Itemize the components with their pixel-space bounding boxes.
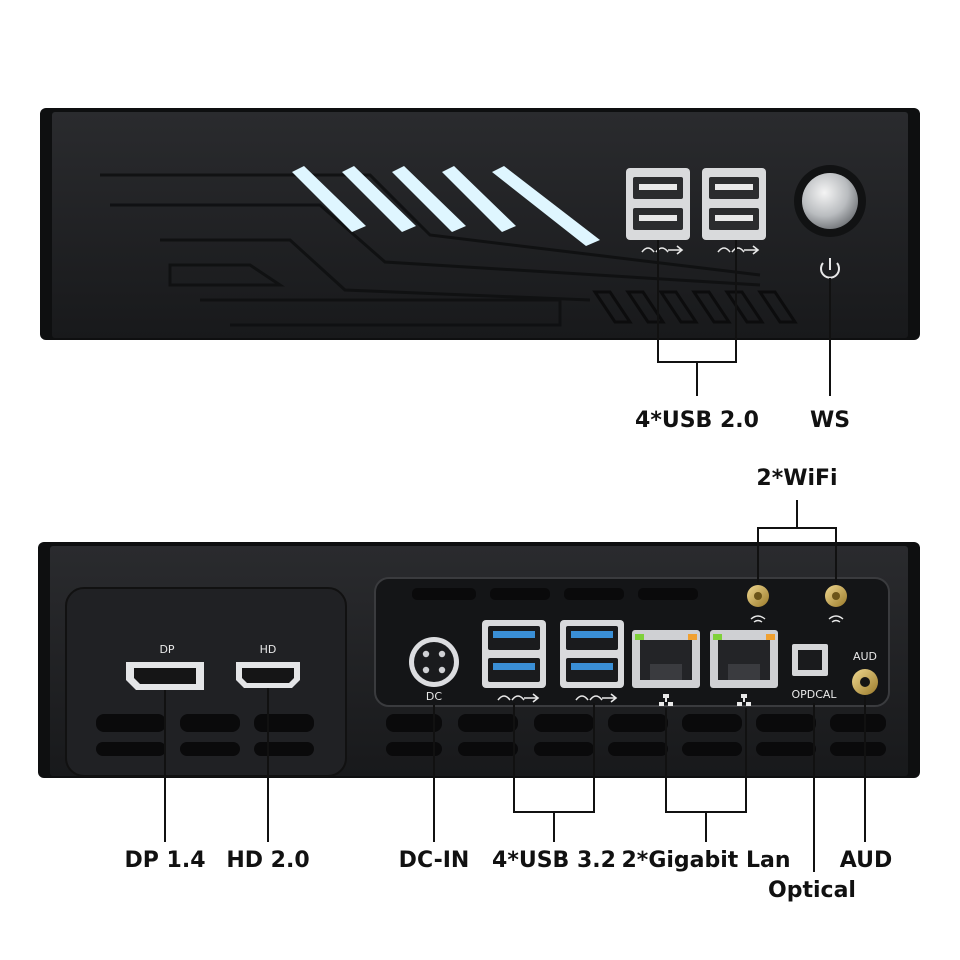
power-button[interactable] bbox=[794, 165, 866, 237]
lan-port-1[interactable] bbox=[632, 630, 700, 688]
wifi-antenna-1[interactable] bbox=[747, 585, 769, 607]
rear-usb3-left[interactable] bbox=[482, 620, 546, 688]
dc-port[interactable] bbox=[409, 637, 459, 687]
ss-usb-icon bbox=[641, 245, 684, 255]
callout-power-switch: WS bbox=[809, 408, 851, 433]
dc-port-label: DC bbox=[426, 690, 442, 703]
front-usb2-left[interactable] bbox=[626, 168, 690, 240]
front-chassis bbox=[52, 112, 908, 338]
rear-usb3-right[interactable] bbox=[560, 620, 624, 688]
lan-port-2[interactable] bbox=[710, 630, 778, 688]
callout-lan: 2*Gigabit Lan bbox=[621, 848, 791, 873]
wifi-antenna-2[interactable] bbox=[825, 585, 847, 607]
callout-usb2: 4*USB 2.0 bbox=[635, 408, 759, 433]
network-icon bbox=[659, 694, 673, 706]
front-panel bbox=[40, 108, 920, 396]
ss-usb-icon bbox=[717, 245, 760, 255]
callout-wifi: 2*WiFi bbox=[756, 466, 838, 491]
front-light-bars bbox=[292, 166, 600, 246]
light-bar bbox=[342, 166, 416, 232]
rear-panel: DP HD DC bbox=[38, 500, 920, 872]
wifi-icon bbox=[828, 615, 844, 623]
rear-vents bbox=[96, 714, 886, 756]
network-icon bbox=[737, 694, 751, 706]
aud-port[interactable] bbox=[852, 669, 878, 695]
optical-port-label: OPDCAL bbox=[791, 688, 837, 701]
power-icon bbox=[820, 258, 840, 279]
front-usb2-right[interactable] bbox=[702, 168, 766, 240]
light-bar bbox=[442, 166, 516, 232]
optical-port[interactable] bbox=[792, 644, 828, 676]
dp-port[interactable] bbox=[126, 662, 204, 690]
ss-usb-icon bbox=[575, 693, 618, 703]
rear-callout-lines bbox=[164, 500, 866, 872]
callout-optical: Optical bbox=[768, 878, 856, 903]
callout-dp: DP 1.4 bbox=[124, 848, 206, 873]
callout-dc-in: DC-IN bbox=[398, 848, 470, 873]
light-bar bbox=[292, 166, 366, 232]
front-decorative-grooves bbox=[100, 173, 761, 327]
hd-port[interactable] bbox=[236, 662, 300, 688]
ss-usb-icon bbox=[497, 693, 540, 703]
light-bar bbox=[492, 166, 600, 246]
light-bar bbox=[392, 166, 466, 232]
aud-port-label: AUD bbox=[853, 650, 877, 663]
callout-usb3: 4*USB 3.2 bbox=[492, 848, 616, 873]
dp-port-label: DP bbox=[159, 643, 174, 656]
hd-port-label: HD bbox=[260, 643, 277, 656]
rear-top-slots bbox=[412, 588, 698, 600]
front-callout-lines bbox=[657, 240, 831, 396]
callout-aud: AUD bbox=[839, 848, 893, 873]
callout-hd: HD 2.0 bbox=[226, 848, 310, 873]
wifi-icon bbox=[750, 615, 766, 623]
